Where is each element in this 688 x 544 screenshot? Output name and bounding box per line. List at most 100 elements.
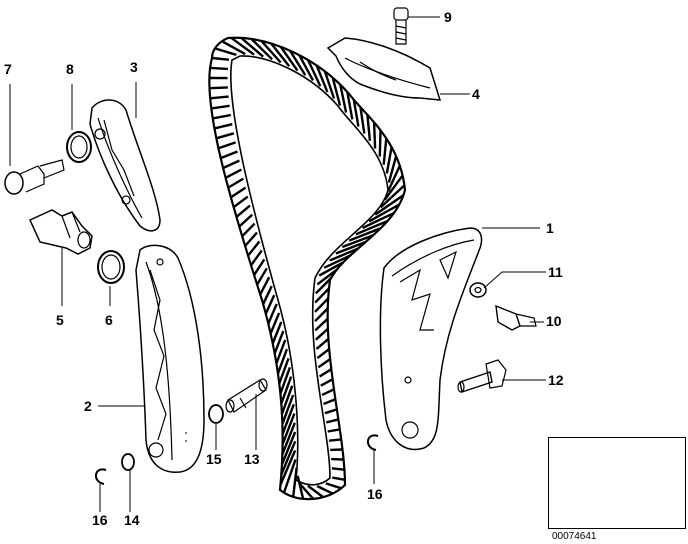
chain-link xyxy=(314,317,329,332)
chain-link xyxy=(387,155,398,183)
chain-link xyxy=(323,71,336,99)
chain-link xyxy=(209,95,229,100)
bearing-pin xyxy=(225,378,268,413)
tensioner-rail xyxy=(135,244,205,473)
chain-link xyxy=(269,312,281,335)
chain-link xyxy=(327,428,341,433)
chain-link xyxy=(296,475,305,500)
chain-link xyxy=(270,42,291,68)
chain-link xyxy=(230,186,247,199)
chain-link xyxy=(382,138,388,165)
chain-link xyxy=(279,46,299,72)
chain-link xyxy=(280,376,293,405)
chain-link xyxy=(383,174,404,201)
callout-3: 3 xyxy=(130,59,138,75)
chain-link xyxy=(307,59,322,87)
chain-link xyxy=(218,141,236,150)
screw-plug xyxy=(4,159,65,195)
chain-link xyxy=(324,408,338,415)
callout-12: 12 xyxy=(548,372,564,388)
chain-link xyxy=(318,368,332,378)
chain-link xyxy=(298,482,315,500)
leader-lines xyxy=(9,16,546,512)
guide-clip xyxy=(326,37,442,101)
chain-link xyxy=(329,247,359,262)
chain-link xyxy=(280,440,297,475)
chain-link xyxy=(225,168,242,179)
chain-link xyxy=(331,467,345,471)
chain-link xyxy=(331,77,342,106)
chain-link xyxy=(209,66,228,71)
chain-link xyxy=(275,339,287,364)
chain-link xyxy=(379,184,406,209)
chain-link xyxy=(280,431,297,465)
chain-link xyxy=(341,234,374,249)
callout-9: 9 xyxy=(444,9,452,25)
chain-link xyxy=(259,276,271,295)
sealing-ring xyxy=(97,250,125,284)
o-ring-small xyxy=(121,453,135,471)
chain-link xyxy=(215,132,235,140)
chain-guide xyxy=(379,227,483,451)
chain-link xyxy=(282,459,297,493)
chain-link xyxy=(267,303,278,325)
chain-link xyxy=(232,195,249,209)
chain-link xyxy=(314,287,330,304)
gasket-ring xyxy=(66,131,92,163)
callout-5: 5 xyxy=(56,312,64,328)
chain-link xyxy=(339,84,348,113)
timing-chain xyxy=(208,36,407,501)
chain-link xyxy=(316,484,334,495)
chain-link xyxy=(238,213,254,228)
chain-link xyxy=(281,422,296,455)
callout-13: 13 xyxy=(244,451,260,467)
chain-link xyxy=(227,177,245,189)
callout-4: 4 xyxy=(472,86,480,102)
callout-7: 7 xyxy=(4,61,12,77)
chain-link xyxy=(253,258,266,276)
chain-link xyxy=(346,91,354,120)
chain-link xyxy=(325,482,342,490)
chain-link xyxy=(359,107,366,134)
chain-link xyxy=(230,36,255,56)
bolt xyxy=(393,7,409,45)
chain-link xyxy=(323,398,336,406)
chain-link xyxy=(264,294,276,315)
chain-link xyxy=(331,476,346,481)
chain-link xyxy=(235,204,251,218)
chain-link xyxy=(220,150,238,160)
chain-link xyxy=(214,123,233,130)
callout-8: 8 xyxy=(66,61,74,77)
chain-link xyxy=(292,467,298,497)
chain-link xyxy=(366,114,372,142)
chain-link xyxy=(314,307,329,323)
chain-link xyxy=(317,358,331,369)
chain-link xyxy=(262,285,273,305)
callout-11: 11 xyxy=(548,264,563,280)
callout-10: 10 xyxy=(546,313,562,329)
chain-link xyxy=(279,450,297,486)
callout-14: 14 xyxy=(124,512,140,528)
chain-link xyxy=(352,99,360,127)
chain-link xyxy=(281,403,295,435)
chain-link xyxy=(368,203,400,223)
chain-link xyxy=(355,219,389,236)
callout-1: 1 xyxy=(546,220,554,236)
chain-link xyxy=(298,54,315,82)
chain-link xyxy=(326,418,339,424)
chain-link xyxy=(314,277,332,295)
chain-link xyxy=(331,457,344,461)
chain-link xyxy=(211,56,230,61)
document-number: 00074641 xyxy=(552,531,597,542)
chain-link xyxy=(281,413,296,445)
chain-link xyxy=(316,269,338,286)
chain-link xyxy=(256,267,268,286)
chain-link xyxy=(241,222,256,238)
pin-bolt xyxy=(457,359,507,393)
chain-link xyxy=(314,297,329,313)
chain-link xyxy=(316,348,330,360)
chain-link xyxy=(214,47,237,57)
chain-link xyxy=(348,227,382,242)
chain-link xyxy=(281,394,295,425)
